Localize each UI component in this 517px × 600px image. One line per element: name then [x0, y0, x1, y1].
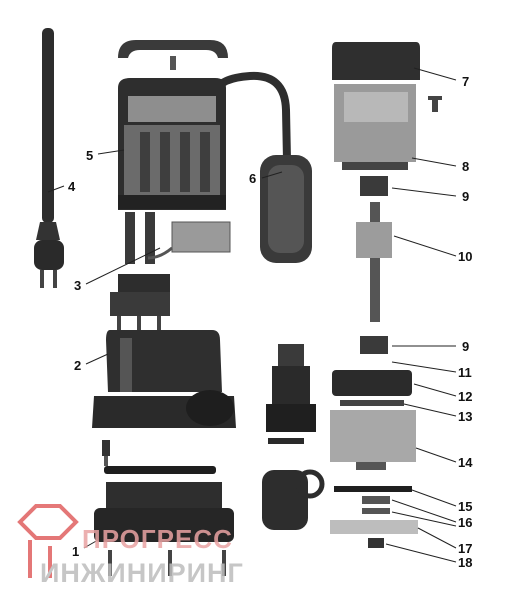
callout-2: 2	[74, 358, 81, 373]
strainer-plate	[330, 520, 418, 534]
callout-16: 16	[458, 515, 472, 530]
impeller-disc	[334, 486, 412, 492]
callout-9-second: 9	[462, 339, 469, 354]
callout-10: 10	[458, 249, 472, 264]
callout-11: 11	[458, 365, 472, 380]
callout-17: 17	[458, 541, 472, 556]
pump-base	[94, 482, 234, 576]
callout-13: 13	[458, 409, 472, 424]
watermark-logo	[17, 504, 79, 578]
watermark-line2: ИНЖИНИРИНГ	[40, 558, 244, 588]
screw-and-gasket	[102, 440, 216, 474]
capacitor-and-tubes	[125, 212, 231, 264]
callout-18: 18	[458, 555, 472, 570]
callout-8: 8	[462, 159, 469, 174]
power-cord-with-plug	[34, 28, 64, 288]
callout-6: 6	[249, 171, 256, 186]
bearing-lower	[360, 336, 388, 354]
leader-lines	[47, 67, 457, 563]
impeller-chamber	[330, 410, 416, 470]
callout-3: 3	[74, 278, 81, 293]
float-switch	[211, 71, 312, 263]
callout-12: 12	[458, 389, 472, 404]
watermark-line1: ПРОГРЕСС	[82, 524, 233, 554]
washers	[362, 496, 390, 514]
drain-cap	[262, 469, 325, 530]
callout-1: 1	[72, 544, 79, 559]
motor-housing	[92, 330, 236, 428]
top-cover	[332, 42, 420, 80]
callout-15: 15	[458, 499, 472, 514]
bottom-nut	[368, 538, 384, 548]
seal-ring	[332, 370, 412, 406]
watermark: ПРОГРЕСС ИНЖИНИРИНГ	[17, 504, 244, 588]
outlet-nozzle	[266, 344, 316, 444]
bearing-upper	[360, 176, 388, 196]
upper-housing	[118, 78, 226, 210]
callout-5: 5	[86, 148, 93, 163]
handle-cap	[118, 40, 228, 70]
callout-7: 7	[462, 74, 469, 89]
callout-numbers: 1 2 3 4 5 6 7 8 9 10 9 11 12 13 14 15 16…	[68, 74, 473, 570]
terminal-block	[110, 274, 170, 330]
callout-4: 4	[68, 179, 76, 194]
callout-14: 14	[458, 455, 473, 470]
rotor-shaft	[356, 202, 392, 322]
callout-9: 9	[462, 189, 469, 204]
motor-stator	[334, 84, 416, 170]
screw-small	[428, 96, 442, 112]
